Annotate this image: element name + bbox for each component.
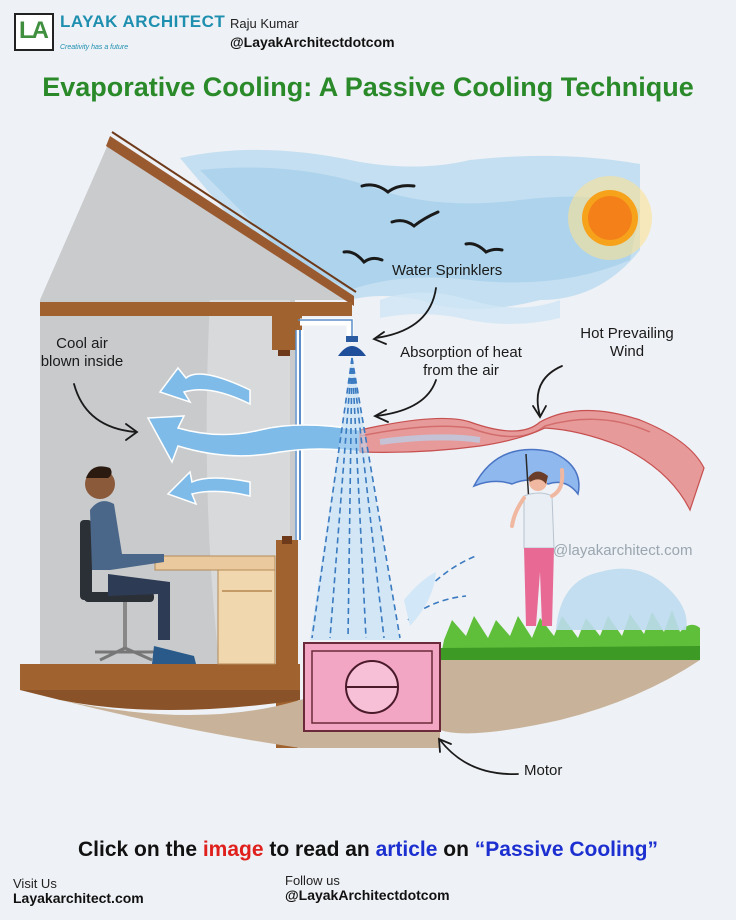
cta-link[interactable]: Click on the image to read an article on… — [0, 838, 736, 862]
cta-article-word: article — [375, 838, 438, 861]
label-water-sprinklers: Water Sprinklers — [392, 262, 503, 279]
cta-part1: Click on the — [77, 838, 203, 861]
motor-tank — [303, 642, 441, 732]
label-hot-wind-line2: Wind — [609, 343, 645, 360]
bird-icons — [342, 183, 504, 265]
person-with-umbrella-icon — [472, 448, 580, 626]
cta-part5: on — [437, 838, 475, 861]
cta-topic: “Passive Cooling” — [474, 838, 658, 861]
label-absorption-line2: from the air — [423, 362, 499, 379]
footer-visit-label: Visit Us — [13, 876, 57, 891]
logo-mark: LA — [19, 17, 49, 44]
water-spray — [310, 357, 477, 640]
author-handle: @LayakArchitectdotcom — [230, 34, 395, 50]
footer-visit-site[interactable]: Layakarchitect.com — [13, 890, 144, 906]
prevailing-wind-band — [359, 409, 705, 512]
watermark: @layakarchitect.com — [553, 542, 693, 559]
logo-tagline: Creativity has a future — [60, 44, 129, 51]
label-cool-air-line1: Cool air — [56, 335, 108, 352]
person-seated-icon — [80, 466, 196, 664]
label-motor: Motor — [524, 762, 563, 779]
author-name: Raju Kumar — [230, 16, 299, 31]
footer-follow-label: Follow us — [285, 873, 340, 888]
footer-follow-handle[interactable]: @LayakArchitectdotcom — [285, 887, 450, 903]
cta-part3: to read an — [263, 838, 376, 861]
bush — [556, 568, 687, 630]
cool-air-arrows — [146, 366, 361, 506]
logo-text: LAYAK ARCHITECT — [60, 12, 226, 31]
sprinkler-icon — [338, 336, 366, 356]
callout-arrows — [73, 287, 563, 775]
desk — [154, 555, 276, 665]
label-cool-air-line2: blown inside — [40, 353, 124, 370]
label-absorption-line1: Absorption of heat — [400, 344, 522, 361]
sun-icon — [568, 176, 652, 260]
page-title: Evaporative Cooling: A Passive Cooling T… — [42, 72, 694, 102]
logo: LA — [14, 13, 54, 51]
label-hot-wind-line1: Hot Prevailing — [580, 325, 674, 342]
cta-image-word: image — [202, 838, 264, 861]
